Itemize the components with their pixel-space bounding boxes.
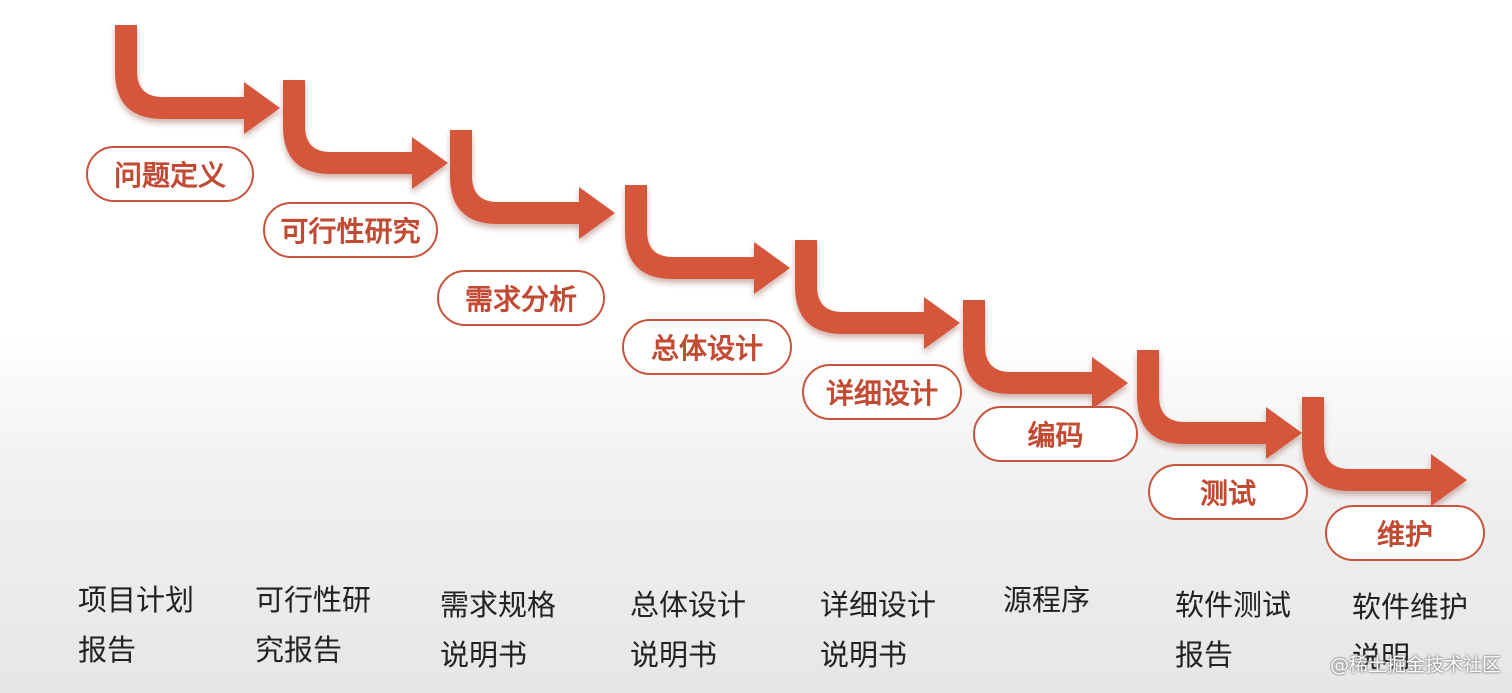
- deliverable-3: 需求规格说明书: [440, 580, 590, 680]
- deliverable-line2: 报告: [78, 633, 137, 667]
- step-arrow-8: [1302, 397, 1467, 506]
- deliverable-4: 总体设计说明书: [630, 580, 780, 680]
- deliverable-line2: 说明: [1352, 640, 1411, 674]
- deliverable-line2: 说明书: [630, 638, 718, 672]
- deliverable-line1: 总体设计: [630, 588, 747, 622]
- stage-label-4: 总体设计: [622, 319, 792, 375]
- deliverable-8: 软件维护说明: [1352, 582, 1502, 682]
- deliverable-line2: 报告: [1175, 638, 1234, 672]
- step-arrow-4: [625, 185, 790, 294]
- step-arrow-7: [1137, 350, 1302, 459]
- deliverable-5: 详细设计说明书: [820, 580, 970, 680]
- deliverable-2: 可行性研究报告: [255, 575, 405, 675]
- deliverable-line1: 项目计划: [78, 583, 195, 617]
- stage-label-7: 测试: [1148, 464, 1308, 520]
- deliverable-line1: 可行性研: [255, 583, 372, 617]
- step-arrow-2: [283, 80, 448, 189]
- step-arrow-1: [115, 25, 280, 134]
- deliverable-line1: 详细设计: [820, 588, 937, 622]
- step-arrow-5: [795, 240, 960, 349]
- step-arrow-6: [963, 300, 1128, 409]
- deliverable-line1: 软件维护: [1352, 590, 1469, 624]
- stage-label-8: 维护: [1325, 505, 1485, 561]
- deliverable-line1: 源程序: [1003, 583, 1091, 617]
- deliverable-line1: 软件测试: [1175, 588, 1292, 622]
- watermark: @稀土掘金技术社区: [1330, 654, 1502, 676]
- deliverable-line2: 究报告: [255, 633, 343, 667]
- stage-label-1: 问题定义: [86, 146, 254, 202]
- stage-label-2: 可行性研究: [263, 202, 438, 258]
- deliverable-line2: 说明书: [440, 638, 528, 672]
- arrow-layer: [115, 25, 1467, 506]
- deliverable-line2: 说明书: [820, 638, 908, 672]
- stage-label-5: 详细设计: [802, 364, 962, 420]
- deliverable-7: 软件测试报告: [1175, 580, 1325, 680]
- deliverable-line1: 需求规格: [440, 588, 557, 622]
- stage-label-6: 编码: [973, 406, 1138, 462]
- step-arrow-3: [450, 130, 615, 239]
- deliverable-6: 源程序: [1003, 575, 1153, 625]
- stage-label-3: 需求分析: [437, 270, 605, 326]
- deliverable-1: 项目计划报告: [78, 575, 228, 675]
